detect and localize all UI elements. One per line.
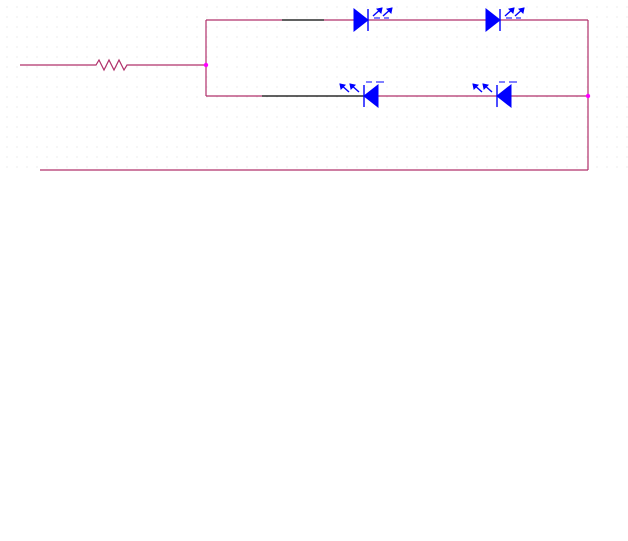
resistor-icon[interactable] bbox=[92, 58, 130, 72]
schematic-grid bbox=[0, 0, 628, 170]
junction-node-left[interactable] bbox=[203, 62, 209, 68]
wires bbox=[20, 19, 589, 171]
led-icon[interactable] bbox=[339, 81, 384, 109]
led-icon[interactable] bbox=[472, 81, 517, 109]
led-icon[interactable] bbox=[485, 7, 525, 33]
junction-node-right[interactable] bbox=[585, 93, 591, 99]
led-icon[interactable] bbox=[353, 7, 393, 33]
